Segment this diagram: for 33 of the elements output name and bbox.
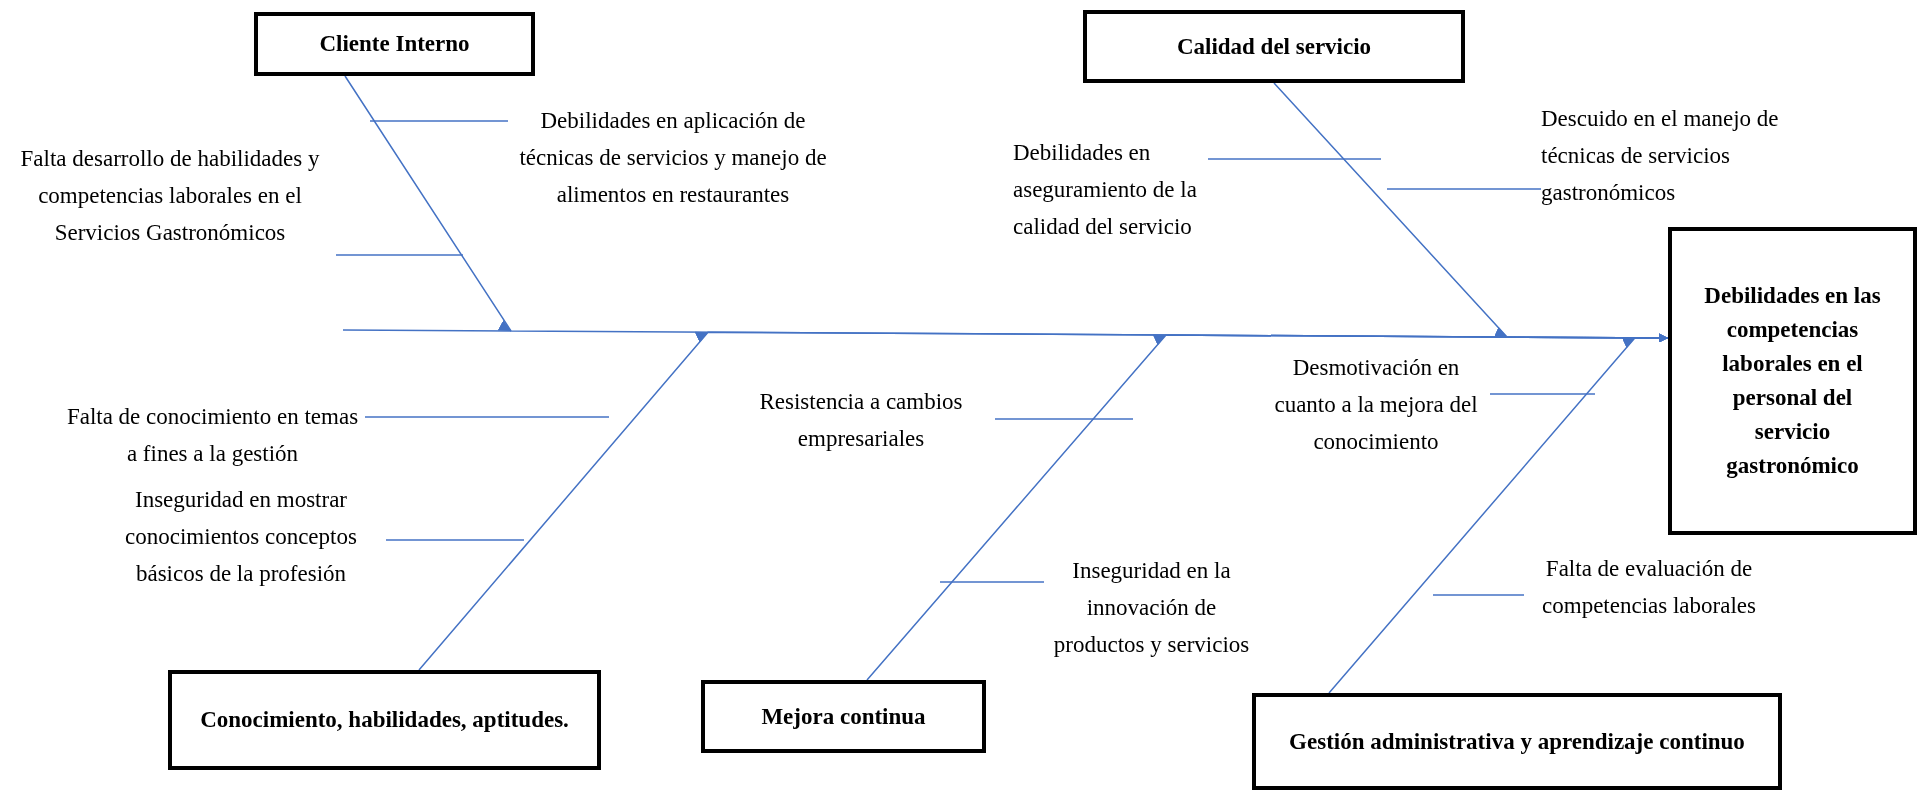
cause-text: Desmotivación en cuanto a la mejora del conocimiento [1262, 349, 1490, 460]
cause-text: Falta de conocimiento en temas a fines a la gestión [60, 398, 365, 472]
category-label: Mejora continua [761, 702, 926, 731]
effect-box [1668, 227, 1917, 535]
cause-text: Inseguridad en mostrar conocimientos conceptos básicos de la profesión [96, 481, 386, 592]
bone-arrow [1328, 333, 1669, 694]
category-label: Cliente Interno [319, 30, 470, 58]
category-box [168, 670, 601, 770]
cause-text: Debilidades en aseguramiento de la calidad del servicio [1013, 134, 1208, 245]
category-label: Calidad del servicio [1176, 32, 1372, 61]
branch-line [1432, 594, 1525, 596]
branch-line [1489, 393, 1596, 395]
cause-text: Falta desarrollo de habilidades y competencias laborales en el Servicios Gastronómicos [4, 140, 336, 251]
branch-line [335, 254, 464, 256]
branch-line [369, 120, 509, 122]
cause-text: Resistencia a cambios empresariales [727, 383, 995, 457]
cause-text: Debilidades en aplicación de técnicas de servicios y manejo de alimentos en restaurantes [508, 102, 838, 213]
category-box [1083, 10, 1465, 83]
cause-text: Descuido en el manejo de técnicas de servicios gastronómicos [1541, 100, 1851, 211]
branch-line [1386, 188, 1542, 190]
category-box [1252, 693, 1782, 790]
branch-line [1207, 158, 1382, 160]
branch-line [994, 418, 1134, 420]
effect-label: Debilidades en las competencias laborales en el personal del servicio gastronómico [1703, 282, 1882, 480]
category-label: Conocimiento, habilidades, aptitudes. [200, 706, 569, 734]
category-box [254, 12, 535, 76]
branch-line [939, 581, 1045, 583]
category-label: Gestión administrativa y aprendizaje continuo [1289, 727, 1745, 756]
branch-line [364, 416, 610, 418]
cause-text: Falta de evaluación de competencias laborales [1524, 550, 1774, 624]
branch-line [385, 539, 525, 541]
category-box [701, 680, 986, 753]
cause-text: Inseguridad en la innovación de productos y servicios [1044, 552, 1259, 663]
